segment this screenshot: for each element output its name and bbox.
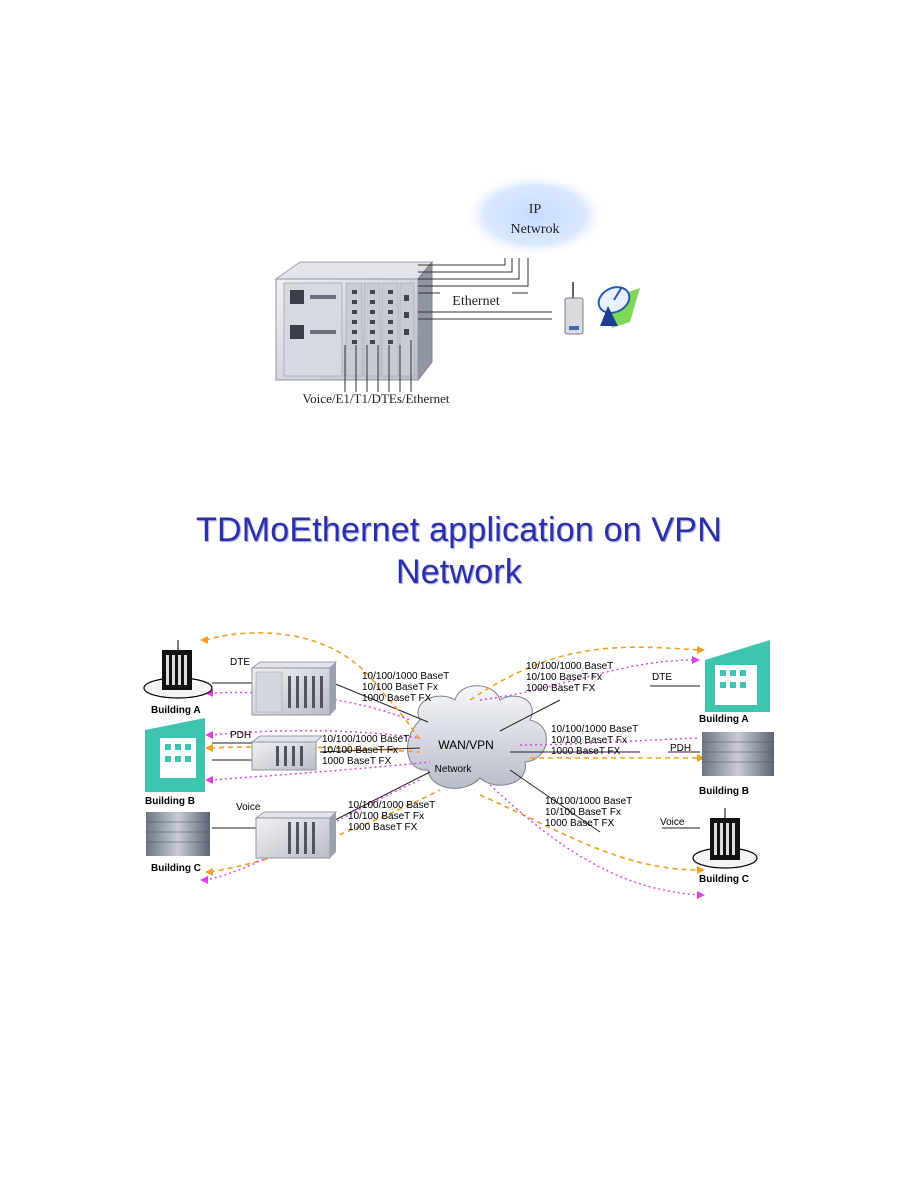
left-building-b-icon <box>145 718 205 792</box>
right-building-a-name: Building A <box>699 714 749 725</box>
link-label-left-c: 10/100/1000 BaseT 10/100 BaseT Fx 1000 B… <box>348 800 435 833</box>
link-label-left-b: 10/100/1000 BaseT 10/100 BaseT Fx 1000 B… <box>322 734 409 767</box>
link-label-line: 10/100 BaseT Fx <box>362 682 438 693</box>
page-title-line1: TDMoEthernet application on VPN <box>196 511 722 549</box>
left-service-voice: Voice <box>236 802 261 813</box>
link-label-line: 10/100/1000 BaseT <box>348 800 435 811</box>
left-building-a-name: Building A <box>151 705 201 716</box>
right-service-dte: DTE <box>652 672 672 683</box>
link-label-line: 10/100 BaseT Fx <box>348 811 424 822</box>
link-label-line: 10/100/1000 BaseT <box>526 661 613 672</box>
right-service-voice: Voice <box>660 817 685 828</box>
right-building-b-icon <box>702 732 774 776</box>
left-building-a-icon <box>143 640 213 699</box>
link-label-line: 1000 BaseT FX <box>362 693 432 704</box>
vpn-link-lines <box>212 682 700 833</box>
left-building-c-name: Building C <box>151 863 201 874</box>
left-service-pdh: PDH <box>230 730 251 741</box>
orange-dashed-paths <box>204 632 701 873</box>
right-service-pdh: PDH <box>670 743 691 754</box>
right-building-a-icon <box>705 640 770 712</box>
link-label-line: 1000 BaseT FX <box>545 818 615 829</box>
right-building-c-name: Building C <box>699 874 749 885</box>
tdm-interface-lines <box>344 340 412 392</box>
link-label-line: 1000 BaseT FX <box>348 822 418 833</box>
ethernet-label-bg <box>440 291 512 308</box>
wan-cloud-label-line1: WAN/VPN <box>438 738 494 752</box>
link-label-line: 10/100 BaseT Fx <box>526 672 602 683</box>
link-label-line: 1000 BaseT FX <box>551 746 621 757</box>
right-building-c-icon <box>692 808 758 869</box>
left-building-b-name: Building B <box>145 796 195 807</box>
wan-cloud-label-line2: Network <box>435 764 473 775</box>
link-label-right-c: 10/100/1000 BaseT 10/100 BaseT Fx 1000 B… <box>545 796 632 829</box>
link-label-right-b: 10/100/1000 BaseT 10/100 BaseT Fx 1000 B… <box>551 724 638 757</box>
link-label-line: 10/100/1000 BaseT <box>551 724 638 735</box>
ethernet-label: Ethernet <box>452 294 500 309</box>
left-service-dte: DTE <box>230 657 250 668</box>
magenta-arrowheads <box>200 656 705 899</box>
link-label-line: 10/100 BaseT Fx <box>545 807 621 818</box>
link-label-line: 10/100/1000 BaseT <box>322 734 409 745</box>
link-label-line: 10/100 BaseT Fx <box>322 745 398 756</box>
interfaces-label: Voice/E1/T1/DTEs/Ethernet <box>302 391 449 406</box>
link-label-line: 10/100/1000 BaseT <box>545 796 632 807</box>
link-label-left-a: 10/100/1000 BaseT 10/100 BaseT Fx 1000 B… <box>362 671 449 704</box>
page-title-line2: Network <box>395 553 523 591</box>
ip-network-cloud <box>463 173 607 257</box>
right-building-b-name: Building B <box>699 786 749 797</box>
link-label-line: 10/100 BaseT Fx <box>551 735 627 746</box>
link-label-right-a: 10/100/1000 BaseT 10/100 BaseT Fx 1000 B… <box>526 661 613 694</box>
satellite-dish-icon <box>597 286 640 328</box>
radio-modem-icon <box>564 282 584 335</box>
link-label-line: 1000 BaseT FX <box>526 683 596 694</box>
link-label-line: 1000 BaseT FX <box>322 756 392 767</box>
ip-cloud-label-line2: Netwrok <box>511 222 560 237</box>
link-label-line: 10/100/1000 BaseT <box>362 671 449 682</box>
multiplexer-chassis <box>274 260 434 382</box>
left-multiplexer-c <box>254 811 338 859</box>
left-multiplexer-b <box>250 735 324 771</box>
ethernet-lines <box>418 258 552 320</box>
left-multiplexer-a <box>250 661 338 716</box>
ip-cloud-label-line1: IP <box>529 202 542 217</box>
left-building-c-icon <box>146 812 210 856</box>
orange-arrowheads <box>200 636 705 876</box>
